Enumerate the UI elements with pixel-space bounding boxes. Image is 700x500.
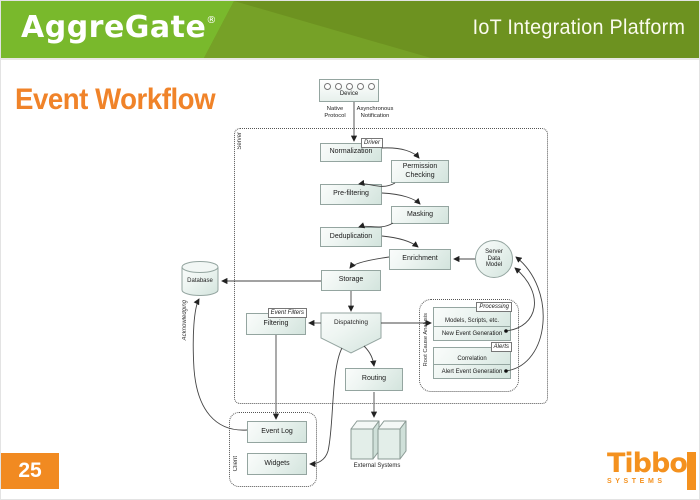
filtering-node: Filtering Event Filters	[246, 308, 307, 335]
device-port-dot	[367, 83, 375, 90]
aggregate-logo: AggreGate®	[21, 10, 217, 45]
event-log-label: Event Log	[261, 427, 293, 435]
device-port-dot	[345, 83, 353, 90]
tibbo-logo: Tibbo SYSTEMS	[607, 448, 699, 490]
device-label: Device	[339, 91, 359, 97]
normalization-node: Normalization Driver	[320, 138, 383, 162]
storage-node: Storage	[321, 270, 381, 291]
device-port-dot	[334, 83, 342, 90]
alerts-tag: Alerts	[490, 342, 512, 352]
server-container-label: Server	[237, 132, 243, 150]
tibbo-brand-text: Tibbo	[607, 448, 688, 479]
tibbo-systems-text: SYSTEMS	[607, 478, 666, 485]
header-product-title: IoT Integration Platform	[472, 16, 685, 39]
page-number: 25	[18, 459, 42, 482]
masking-label: Masking	[406, 210, 434, 218]
driver-tag: Driver	[361, 138, 383, 148]
tibbo-logo-bar	[687, 452, 696, 490]
external-systems-label: External Systems	[353, 463, 401, 469]
filtering-label: Filtering	[263, 319, 289, 327]
processing-node: Processing Models, Scripts, etc. New Eve…	[433, 302, 512, 341]
storage-label: Storage	[338, 276, 364, 284]
pre-filtering-node: Pre-filtering	[320, 184, 382, 205]
processing-line1: Models, Scripts, etc.	[444, 318, 500, 324]
masking-node: Masking	[391, 206, 449, 224]
enrichment-label: Enrichment	[402, 255, 438, 263]
aggregate-logo-text: AggreGate	[21, 10, 207, 45]
registered-mark: ®	[206, 15, 217, 26]
normalization-label: Normalization	[329, 148, 373, 156]
processing-line2: New Event Generation	[434, 326, 510, 340]
routing-node: Routing	[345, 368, 403, 391]
routing-label: Routing	[361, 375, 387, 383]
device-port-dot	[356, 83, 364, 90]
widgets-node: Widgets	[247, 453, 307, 475]
alerts-node: Alerts Correlation Alert Event Generatio…	[433, 342, 512, 379]
event-log-node: Event Log	[247, 421, 307, 443]
widgets-label: Widgets	[264, 459, 290, 467]
event-filters-tag: Event Filters	[267, 308, 307, 318]
device-port-dot	[323, 83, 331, 90]
dispatching-label: Dispatching	[334, 319, 368, 326]
acknowledging-label: Acknowledging	[182, 300, 188, 341]
deduplication-node: Deduplication	[320, 227, 382, 247]
alerts-line1: Correlation	[457, 356, 487, 362]
client-container-label: Client	[233, 456, 239, 472]
alerts-line2: Alert Event Generation	[434, 364, 510, 378]
root-cause-analysis-label: Root Cause Analysis	[423, 313, 429, 367]
server-data-model-label: Server Data Model	[485, 248, 503, 269]
permission-checking-node: Permission Checking	[391, 160, 449, 183]
header-divider	[1, 58, 699, 60]
processing-tag: Processing	[476, 302, 512, 312]
pre-filtering-label: Pre-filtering	[333, 190, 369, 198]
enrichment-node: Enrichment	[389, 249, 451, 270]
deduplication-label: Deduplication	[329, 232, 373, 240]
server-data-model-node: Server Data Model	[475, 240, 513, 278]
slide-title: Event Workflow	[15, 83, 216, 116]
external-systems-cubes	[350, 420, 407, 460]
device-node: Device	[319, 79, 379, 102]
server-container	[234, 128, 548, 404]
page-number-badge: 25	[1, 453, 59, 489]
permission-checking-label: Permission Checking	[402, 163, 438, 179]
native-protocol-label: Native Protocol	[324, 106, 346, 119]
database-label: Database	[187, 278, 213, 284]
device-ports	[323, 83, 375, 90]
header-bar: AggreGate® IoT Integration Platform	[1, 1, 699, 58]
asynchronous-notification-label: Asynchronous Notification	[356, 106, 394, 119]
